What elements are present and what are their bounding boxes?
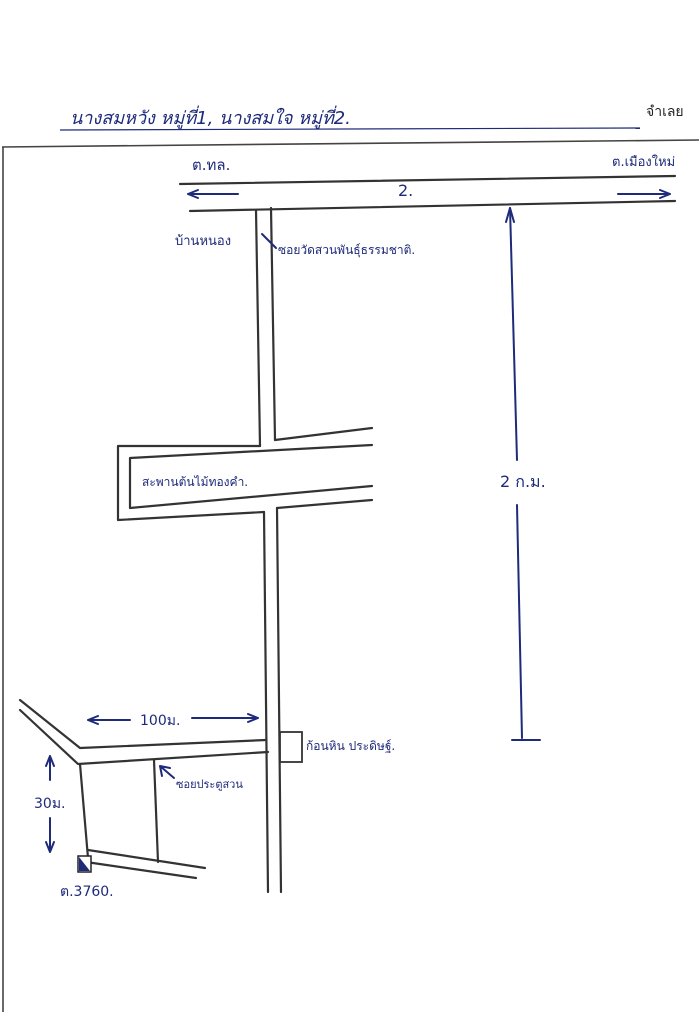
meter-arrow-right-icon xyxy=(191,713,259,723)
top-right-place-label: ต.เมืองใหม่ xyxy=(612,154,675,170)
header-underline xyxy=(59,127,641,131)
vertical-meter-arrow-up-icon xyxy=(45,755,55,781)
road-number-label: 2. xyxy=(398,181,413,200)
lane-label: ซอยประตูสวน xyxy=(176,778,243,791)
cross-road-inner-outline xyxy=(128,443,374,510)
junction-marker-box xyxy=(279,731,303,763)
vertical-meter-arrow-down-icon xyxy=(45,817,55,853)
lane-pointer-icon xyxy=(159,765,175,779)
main-road-left-lower xyxy=(262,510,270,894)
left-lane-line-1 xyxy=(78,762,90,860)
market-label: สะพานต้นไม้ทองคำ. xyxy=(142,475,248,489)
distance-label: 2 ก.ม. xyxy=(500,472,546,491)
soi-pointer-icon xyxy=(261,233,277,249)
left-lane-line-2 xyxy=(152,758,160,864)
left-arrow-icon xyxy=(187,189,239,199)
main-road-right-upper xyxy=(269,206,277,442)
right-arrow-icon xyxy=(617,189,671,199)
header-printed-label: จำเลย xyxy=(646,104,684,120)
house-label: ต.3760. xyxy=(60,884,114,900)
main-road-left-upper xyxy=(254,208,262,448)
highway-upper-line xyxy=(178,174,677,186)
main-road-right-lower xyxy=(275,506,283,894)
highway-lower-line xyxy=(188,199,677,213)
junction-label: ก้อนหิน ประดิษฐ์. xyxy=(306,739,395,753)
village-label: บ้านหนอง xyxy=(175,234,231,249)
meter-arrow-left-icon xyxy=(87,715,131,725)
cross-road-outline xyxy=(116,426,374,522)
distance-line-lower xyxy=(516,504,523,739)
branch-road-upper xyxy=(18,698,268,750)
soi-label: ซอยวัดสวนพันธุ์ธรรมชาติ. xyxy=(278,243,415,258)
branch-road-lower xyxy=(18,708,270,766)
distance-line-upper xyxy=(509,207,518,461)
meter-label-vertical: 30ม. xyxy=(34,796,66,812)
bottom-lane-road xyxy=(84,848,207,880)
house-marker-fill xyxy=(79,857,90,871)
top-left-place-label: ต.ทล. xyxy=(192,156,230,174)
meter-label: 100ม. xyxy=(140,713,180,729)
header-handwritten-title: นางสมหวัง หมู่ที่1, นางสมใจ หมู่ที่2. xyxy=(70,105,351,129)
frame-top-line xyxy=(1,139,699,148)
